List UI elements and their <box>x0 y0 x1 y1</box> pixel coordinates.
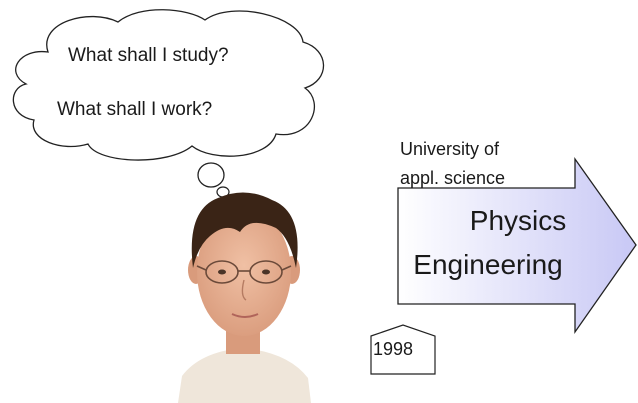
shirt <box>178 348 311 403</box>
institution-label-line-2: appl. science <box>400 168 506 188</box>
hair <box>191 192 298 268</box>
thought-cloud <box>12 9 325 161</box>
thought-text-work: What shall I work? <box>57 99 213 120</box>
arrow-label-physics: Physics <box>469 205 567 236</box>
nose <box>241 279 247 301</box>
face <box>197 208 291 336</box>
arrow-label-engineering: Engineering <box>413 249 563 280</box>
institution-label-line-1: University of <box>400 139 500 159</box>
left-eye <box>218 269 226 275</box>
thought-bubble-dot-large <box>197 162 225 188</box>
glasses-icon <box>196 260 292 284</box>
thought-text-study: What shall I study? <box>68 45 229 66</box>
year-marker-shape <box>370 324 436 375</box>
mouth <box>231 313 259 318</box>
direction-arrow <box>397 156 637 335</box>
right-eye <box>262 269 270 275</box>
year-label: 1998 <box>373 339 414 359</box>
person-photo <box>178 192 311 403</box>
